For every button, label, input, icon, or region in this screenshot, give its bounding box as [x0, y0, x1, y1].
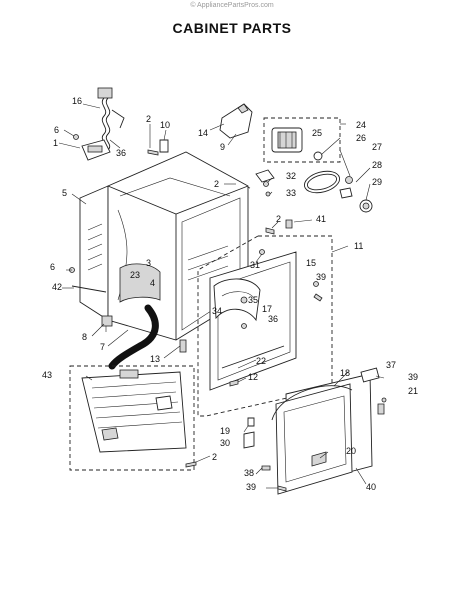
callout-31: 31	[250, 260, 260, 270]
door-inner[interactable]	[275, 383, 353, 495]
terminal-block[interactable]	[81, 139, 111, 161]
callout-28: 28	[372, 160, 382, 170]
watermark: © AppliancePartsPros.com	[190, 2, 274, 9]
screw-39-right[interactable]	[381, 397, 387, 403]
callout-4: 4	[150, 278, 155, 288]
screw-41[interactable]	[285, 219, 293, 229]
control-bracket[interactable]	[219, 103, 253, 139]
drive-belt[interactable]	[302, 168, 342, 197]
callout-14: 14	[198, 128, 208, 138]
callout-23: 23	[130, 270, 140, 280]
drive-motor[interactable]	[271, 127, 303, 153]
drum-light[interactable]	[241, 323, 247, 329]
wire-harness-13[interactable]	[179, 339, 187, 353]
idler-spring[interactable]	[339, 187, 353, 199]
callout-39: 39	[316, 272, 326, 282]
door-switch[interactable]	[213, 278, 261, 322]
door-catch-19[interactable]	[247, 417, 255, 427]
callout-labels: 16 6 1 36 2 10 14 9 25 24 26 27 28 29 5 …	[42, 96, 418, 492]
callout-9: 9	[220, 142, 225, 152]
callout-42: 42	[52, 282, 62, 292]
callout-25: 25	[312, 128, 322, 138]
rear-panel[interactable]	[79, 185, 109, 321]
callout-30: 30	[220, 438, 230, 448]
callout-32: 32	[286, 171, 296, 181]
hinge-30[interactable]	[243, 431, 255, 449]
screw-2-right[interactable]	[265, 227, 275, 235]
callout-3: 3	[146, 258, 151, 268]
callout-43: 43	[42, 370, 52, 380]
callout-8: 8	[82, 332, 87, 342]
door-seal[interactable]	[271, 385, 353, 421]
callout-6: 6	[50, 262, 55, 272]
callout-21: 21	[408, 386, 418, 396]
callout-34: 34	[212, 306, 222, 316]
callout-37: 37	[386, 360, 396, 370]
screw-2-top[interactable]	[147, 149, 159, 156]
callout-26: 26	[356, 133, 366, 143]
callout-27: 27	[372, 142, 382, 152]
callout-36: 36	[116, 148, 126, 158]
callout-6: 6	[54, 125, 59, 135]
leader-lines	[58, 103, 385, 489]
callout-2: 2	[214, 179, 219, 189]
door-stop-12[interactable]	[229, 379, 239, 387]
callout-7: 7	[100, 342, 105, 352]
callout-10: 10	[160, 120, 170, 130]
callout-39: 39	[246, 482, 256, 492]
idler-pulley[interactable]	[313, 151, 323, 161]
drive-assembly-box	[263, 117, 341, 163]
callout-22: 22	[256, 356, 266, 366]
callout-35: 35	[248, 295, 258, 305]
callout-12: 12	[248, 372, 258, 382]
exhaust-hose[interactable]	[108, 304, 159, 370]
heater-assembly-box	[69, 365, 195, 471]
screw-39-top[interactable]	[313, 293, 323, 302]
thermistor[interactable]	[255, 169, 275, 197]
screw-6-top[interactable]	[73, 134, 79, 140]
callout-16: 16	[72, 96, 82, 106]
callout-17: 17	[262, 304, 272, 314]
power-cord[interactable]	[97, 87, 125, 151]
callout-36: 36	[268, 314, 278, 324]
callout-38: 38	[244, 468, 254, 478]
latch-15[interactable]	[313, 281, 319, 287]
page-title: CABINET PARTS	[172, 20, 292, 36]
callout-33: 33	[286, 188, 296, 198]
door-hinge-21[interactable]	[377, 403, 385, 415]
idler-arm[interactable]	[345, 176, 353, 184]
cabinet-gasket[interactable]	[71, 285, 107, 293]
callout-2: 2	[276, 214, 281, 224]
callout-39: 39	[408, 372, 418, 382]
foot-leveler[interactable]	[101, 315, 113, 332]
idler-wheel[interactable]	[359, 199, 373, 213]
clip-10[interactable]	[159, 139, 169, 153]
door-panel-37[interactable]	[360, 367, 380, 383]
callout-29: 29	[372, 177, 382, 187]
front-panel-outline	[197, 235, 333, 417]
callout-41: 41	[316, 214, 326, 224]
callout-19: 19	[220, 426, 230, 436]
callout-24: 24	[356, 120, 366, 130]
callout-40: 40	[366, 482, 376, 492]
callout-20: 20	[346, 446, 356, 456]
callout-13: 13	[150, 354, 160, 364]
callout-15: 15	[306, 258, 316, 268]
hinge-38[interactable]	[261, 465, 271, 471]
side-panel-label	[119, 263, 161, 303]
screw-31[interactable]	[259, 249, 265, 255]
callout-1: 1	[53, 138, 58, 148]
callout-2: 2	[146, 114, 151, 124]
callout-2: 2	[212, 452, 217, 462]
callout-5: 5	[62, 188, 67, 198]
screw-2-bottom[interactable]	[185, 461, 197, 468]
callout-18: 18	[340, 368, 350, 378]
callout-11: 11	[354, 241, 363, 251]
heater-assembly[interactable]	[81, 369, 187, 453]
